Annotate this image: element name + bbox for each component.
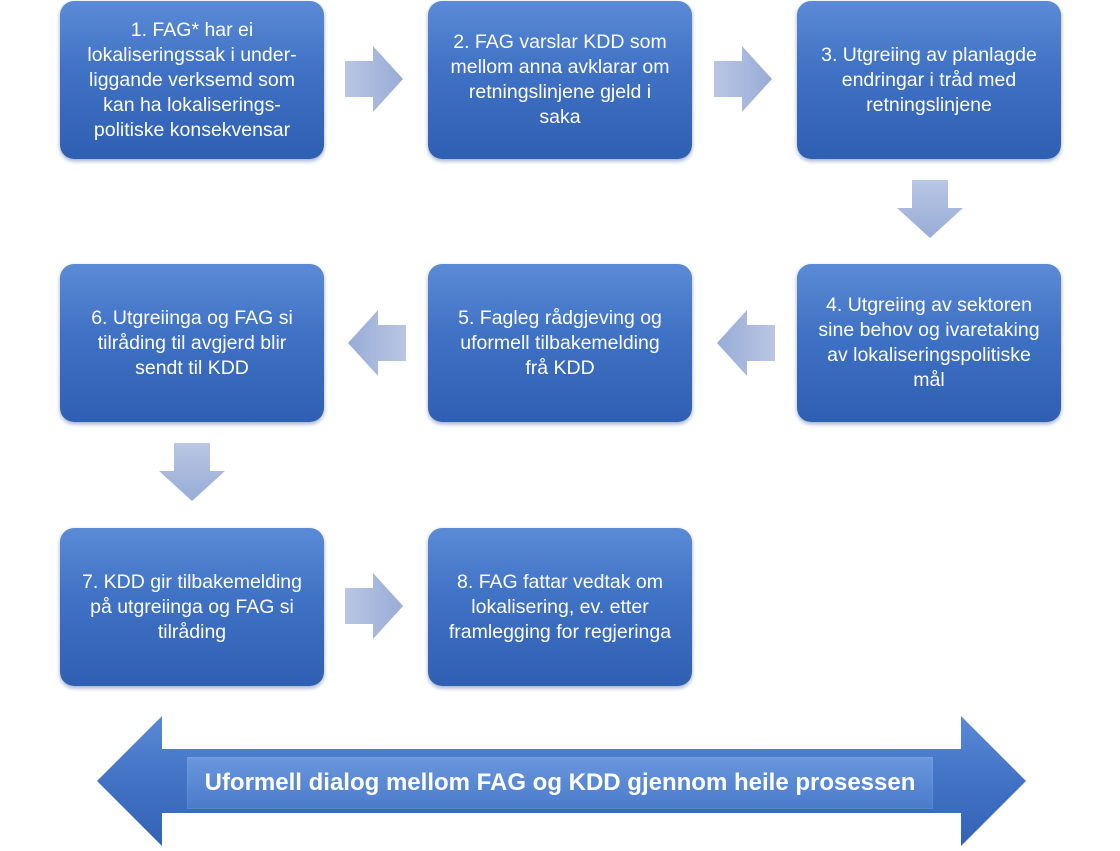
step-7-text: 7. KDD gir tilbakemelding på utgreiinga … (81, 570, 302, 643)
step-3-box: 3. Utgreiing av planlagde endringar i tr… (797, 1, 1061, 159)
arrow-right-icon (714, 46, 772, 112)
step-1-text: 1. FAG* har ei lokaliseringssak i under-… (87, 18, 297, 141)
dialog-label: Uformell dialog mellom FAG og KDD gjenno… (187, 757, 933, 809)
step-2-box: 2. FAG varslar KDD som mellom anna avkla… (428, 1, 692, 159)
step-4-box: 4. Utgreiing av sektoren sine behov og i… (797, 264, 1061, 422)
step-8-text: 8. FAG fattar vedtak om lokalisering, ev… (448, 570, 672, 643)
step-6-box: 6. Utgreiinga og FAG si tilråding til av… (60, 264, 324, 422)
arrow-down-icon (897, 180, 963, 238)
step-6-text: 6. Utgreiinga og FAG si tilråding til av… (91, 306, 293, 379)
step-3-text: 3. Utgreiing av planlagde endringar i tr… (821, 43, 1037, 116)
step-5-box: 5. Fagleg rådgjeving og uformell tilbake… (428, 264, 692, 422)
step-8-box: 8. FAG fattar vedtak om lokalisering, ev… (428, 528, 692, 686)
step-1-box: 1. FAG* har ei lokaliseringssak i under-… (60, 1, 324, 159)
dialog-text: Uformell dialog mellom FAG og KDD gjenno… (204, 769, 916, 796)
arrow-left-icon (348, 310, 406, 376)
arrow-right-icon (345, 573, 403, 639)
arrow-left-icon (717, 310, 775, 376)
step-4-text: 4. Utgreiing av sektoren sine behov og i… (818, 294, 1040, 391)
step-2-text: 2. FAG varslar KDD som mellom anna avkla… (450, 31, 670, 128)
step-5-text: 5. Fagleg rådgjeving og uformell tilbake… (458, 306, 662, 379)
arrow-down-icon (159, 443, 225, 501)
step-7-box: 7. KDD gir tilbakemelding på utgreiinga … (60, 528, 324, 686)
arrow-right-icon (345, 46, 403, 112)
